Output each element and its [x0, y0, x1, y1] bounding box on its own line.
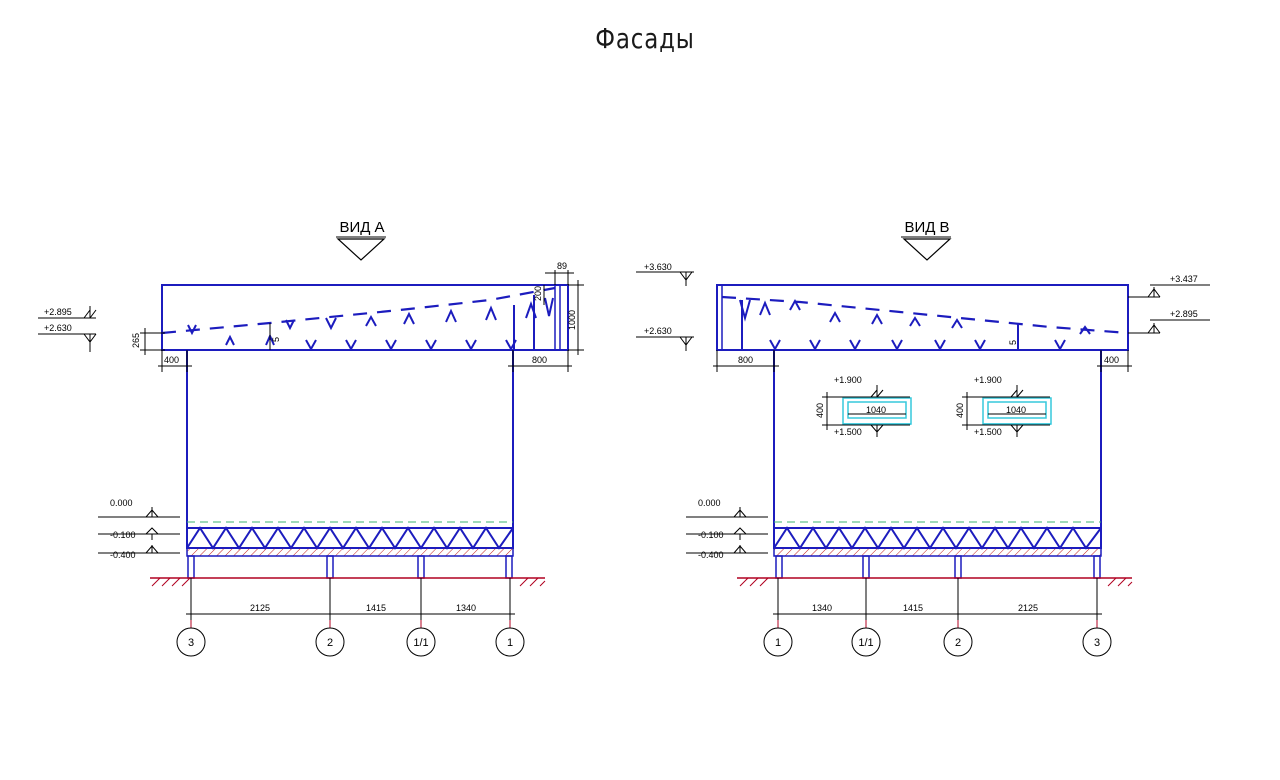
view-b-truss-chevrons	[739, 298, 1091, 352]
view-b-marker-triangle	[902, 238, 952, 261]
view-a-axis-bubbles	[176, 620, 525, 657]
view-b-window-1	[842, 397, 912, 425]
view-b-window-2-width: 1040	[1006, 405, 1026, 415]
view-b-posts	[775, 555, 1101, 579]
view-a-posts	[187, 555, 513, 579]
view-b-window-1-width: 1040	[866, 405, 886, 415]
view-b-level-mid-left: +2.630	[644, 326, 672, 336]
view-a-level-mid: +2.630	[44, 323, 72, 333]
view-a-dim-200: 200	[533, 286, 543, 301]
view-b-axis-2: 2	[955, 637, 961, 649]
view-a-axis-1: 1	[507, 637, 513, 649]
view-b-level-top-right: +3.437	[1170, 274, 1198, 284]
view-a-level-m400: -0.400	[110, 550, 136, 560]
view-b-window-1-height: 400	[815, 403, 825, 418]
view-b-window-2-bottom: +1.500	[974, 427, 1002, 437]
view-b-base-beam	[773, 547, 1102, 557]
view-a-level-marks	[38, 306, 180, 554]
view-a-roof-slope	[161, 286, 556, 335]
view-a-level-top: +2.895	[44, 307, 72, 317]
view-b-roof-slope	[721, 295, 1129, 335]
view-b: ВИД В	[636, 219, 1210, 657]
view-b-level-marks	[636, 271, 1210, 554]
sheet-title: Фасады	[595, 22, 695, 55]
view-a-span-1: 2125	[250, 603, 270, 613]
view-b-label: ВИД В	[904, 219, 949, 236]
view-b-window-2	[982, 397, 1052, 425]
view-a-dim-89: 89	[557, 261, 567, 271]
view-b-level-zero: 0.000	[698, 498, 721, 508]
view-a-axis-3: 3	[188, 637, 194, 649]
view-a-dim-400: 400	[164, 355, 179, 365]
view-b-axis-bubbles	[763, 620, 1112, 657]
view-a-dim-slope: 5	[271, 337, 281, 342]
view-a-axis-2: 2	[327, 637, 333, 649]
view-b-level-top-left: +3.630	[644, 262, 672, 272]
view-b-window-1-top: +1.900	[834, 375, 862, 385]
view-b-roof-fascia	[716, 284, 1129, 351]
view-a-level-m100: -0.100	[110, 530, 136, 540]
view-b-span-1: 1340	[812, 603, 832, 613]
view-a-label: ВИД А	[339, 219, 384, 236]
view-b-dim-800: 800	[738, 355, 753, 365]
view-a-truss-chevrons	[187, 295, 554, 352]
view-b-axis-3: 3	[1094, 637, 1100, 649]
view-b-dim-slope: 5	[1008, 340, 1018, 345]
view-b-dim-400: 400	[1104, 355, 1119, 365]
view-a: ВИД А	[38, 219, 584, 657]
view-a-dim-800: 800	[532, 355, 547, 365]
view-b-window-1-bottom: +1.500	[834, 427, 862, 437]
view-a-axis-1-1: 1/1	[413, 637, 428, 649]
view-a-dim-1000: 1000	[567, 310, 577, 330]
view-b-axis-1-1: 1/1	[858, 637, 873, 649]
view-b-span-2: 1415	[903, 603, 923, 613]
view-b-span-3: 2125	[1018, 603, 1038, 613]
view-a-level-zero: 0.000	[110, 498, 133, 508]
view-a-span-3: 1340	[456, 603, 476, 613]
view-b-level-mid-right: +2.895	[1170, 309, 1198, 319]
view-b-level-m100: -0.100	[698, 530, 724, 540]
view-b-window-2-top: +1.900	[974, 375, 1002, 385]
view-a-marker-triangle	[336, 238, 386, 261]
view-a-base-beam	[186, 547, 514, 557]
view-b-window-2-height: 400	[955, 403, 965, 418]
view-a-dim-265: 265	[131, 333, 141, 348]
view-b-level-m400: -0.400	[698, 550, 724, 560]
view-b-axis-1: 1	[775, 637, 781, 649]
view-a-span-2: 1415	[366, 603, 386, 613]
view-a-roof-fascia	[161, 284, 569, 351]
